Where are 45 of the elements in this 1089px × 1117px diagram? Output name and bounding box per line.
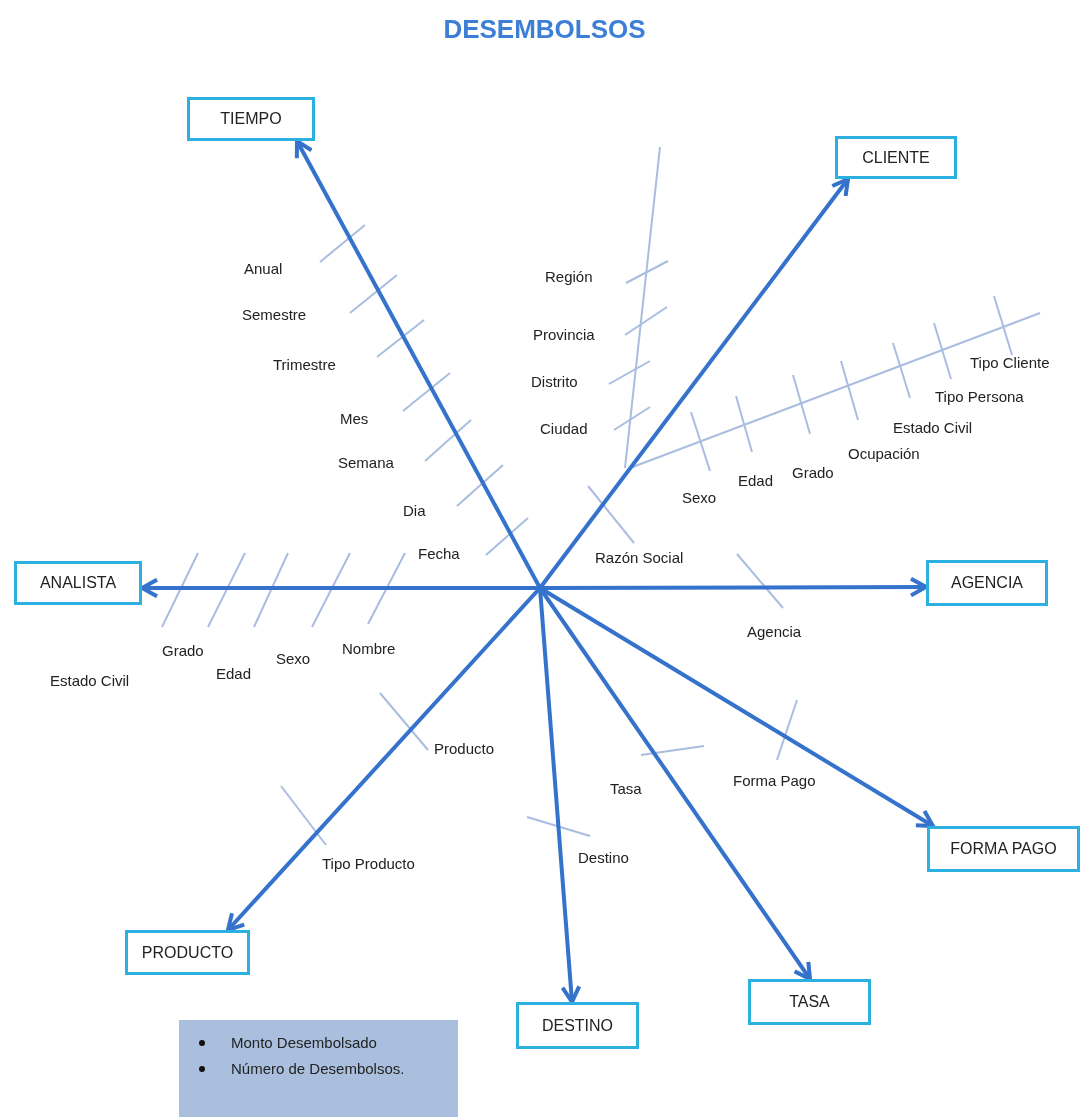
attribute-label: Ocupación [848,444,920,462]
attribute-label: Provincia [533,325,595,343]
arrow [140,577,540,599]
attribute-label: Agencia [747,622,802,640]
attribute-label: Tipo Persona [935,387,1024,405]
attribute-label: Edad [216,664,252,682]
attribute-label: Razón Social [595,548,684,566]
attribute-label: Anual [244,259,283,277]
dimension-box: DESTINO [516,1002,639,1049]
dimension-box: ANALISTA [14,561,142,605]
attribute-label: Tipo Cliente [970,353,1050,371]
attribute-label: Estado Civil [50,671,130,689]
attribute-label: Tipo Producto [322,854,415,872]
attribute-label: Dia [403,501,426,519]
attribute-label: Fecha [418,544,460,562]
attribute-label: Semestre [242,305,307,323]
attribute-label: Trimestre [273,355,336,373]
attribute-label: Sexo [682,488,717,506]
dimension-box: AGENCIA [926,560,1048,606]
attribute-label: Forma Pago [733,771,816,789]
measure-item: Número de Desembolsos. [231,1059,405,1079]
measure-item: Monto Desembolsado [231,1033,377,1053]
attribute-label: Mes [340,409,369,427]
attribute-label: Estado Civil [893,418,973,436]
dimension-box: CLIENTE [835,136,957,179]
attribute-label: Región [545,267,593,285]
attribute-label: Ciudad [540,419,588,437]
attribute-label: Edad [738,471,774,489]
dimension-box: TASA [748,979,871,1025]
attribute-label: Distrito [531,372,578,390]
dimension-box: FORMA PAGO [927,826,1080,872]
diagram-title: DESEMBOLSOS [442,14,647,45]
attribute-label: Tasa [610,779,642,797]
dimension-box: TIEMPO [187,97,315,141]
attribute-label: Destino [578,848,629,866]
attribute-label: Semana [338,453,394,471]
attribute-label: Sexo [276,649,311,667]
measures-panel [179,1020,458,1117]
attribute-label: Producto [434,739,495,757]
arrow [540,576,928,598]
attribute-label: Nombre [342,639,396,657]
attribute-label: Grado [792,463,834,481]
dimension-box: PRODUCTO [125,930,250,975]
arrow [294,139,542,589]
attribute-label: Grado [162,641,204,659]
